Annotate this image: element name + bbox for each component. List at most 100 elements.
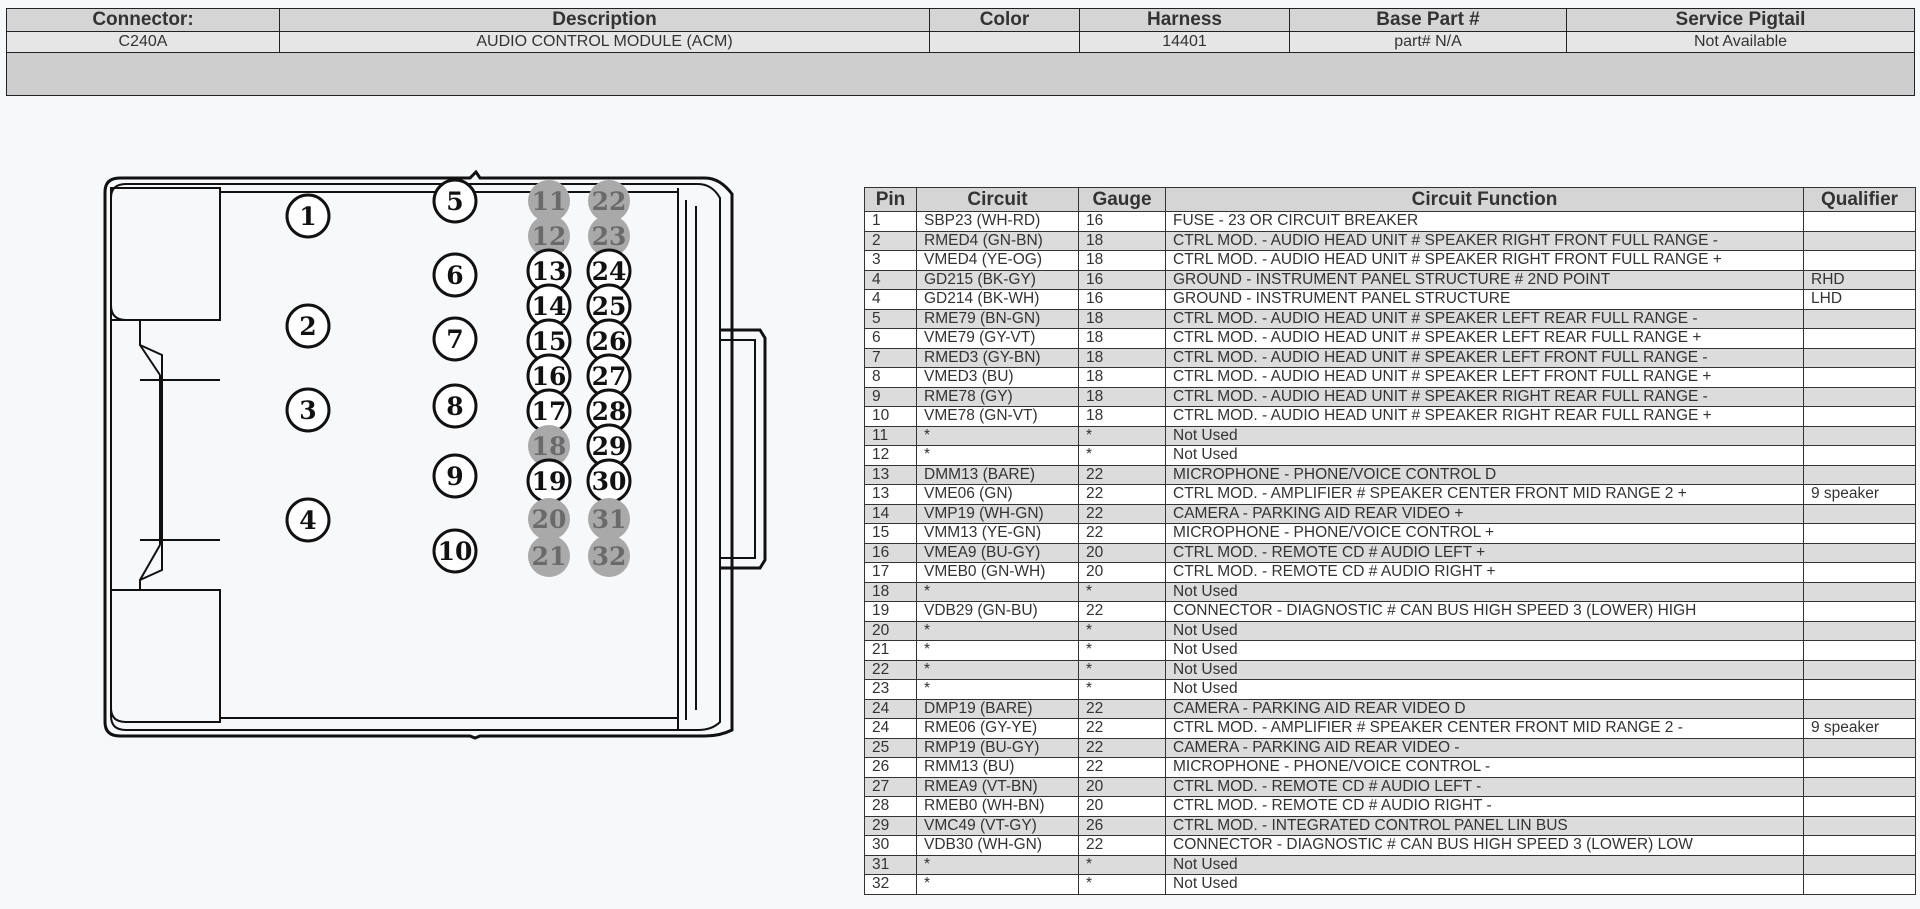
cell-qualifier — [1803, 230, 1916, 251]
cell-gauge: 20 — [1078, 562, 1166, 583]
cell-pin: 11 — [864, 425, 917, 446]
cell-circuit-function: Not Used — [1165, 425, 1804, 446]
pin-number-label: 27 — [592, 362, 627, 391]
cell-pin: 4 — [864, 289, 917, 310]
cell-pin: 12 — [864, 445, 917, 466]
pin-cavity: 32 — [588, 535, 630, 577]
cell-gauge: * — [1078, 640, 1166, 661]
cell-circuit-function: CAMERA - PARKING AID REAR VIDEO + — [1165, 503, 1804, 524]
pin-circle-unused — [588, 498, 630, 540]
cell-circuit: VME79 (GY-VT) — [916, 328, 1079, 349]
cell-circuit: DMP19 (BARE) — [916, 698, 1079, 719]
table-row: 12**Not Used — [864, 445, 1916, 466]
pin-cavity: 20 — [528, 498, 570, 540]
cell-qualifier — [1803, 874, 1916, 895]
cell-qualifier — [1803, 737, 1916, 758]
cell-gauge: 22 — [1078, 601, 1166, 622]
cell-qualifier — [1803, 698, 1916, 719]
cell-gauge: 18 — [1078, 230, 1166, 251]
cell-pin: 6 — [864, 328, 917, 349]
cell-pin: 20 — [864, 620, 917, 641]
cell-qualifier — [1803, 386, 1916, 407]
pin-cavity: 27 — [586, 353, 632, 399]
cell-circuit: VMED3 (BU) — [916, 367, 1079, 388]
cell-circuit-function: CTRL MOD. - AMPLIFIER # SPEAKER CENTER F… — [1165, 718, 1804, 739]
pin-number-label: 3 — [299, 396, 316, 425]
cell-qualifier — [1803, 854, 1916, 875]
pin-cavity: 21 — [528, 535, 570, 577]
pin-circle-used — [285, 497, 331, 543]
cell-gauge: 16 — [1078, 211, 1166, 232]
cell-circuit: RMEA9 (VT-BN) — [916, 776, 1079, 797]
pin-number-label: 17 — [532, 397, 567, 426]
cell-pin: 1 — [864, 211, 917, 232]
pin-number-label: 30 — [592, 467, 627, 496]
connector-harness: 14401 — [1079, 31, 1290, 53]
pin-number-label: 20 — [532, 505, 567, 534]
cell-pin: 25 — [864, 737, 917, 758]
pin-number-label: 32 — [592, 542, 627, 571]
table-row: 32**Not Used — [864, 874, 1916, 895]
cell-circuit-function: MICROPHONE - PHONE/VOICE CONTROL - — [1165, 757, 1804, 778]
cell-circuit: RMED4 (GN-BN) — [916, 230, 1079, 251]
cell-qualifier — [1803, 659, 1916, 680]
cell-gauge: 20 — [1078, 776, 1166, 797]
cell-qualifier — [1803, 406, 1916, 427]
cell-gauge: 22 — [1078, 757, 1166, 778]
table-row: 18**Not Used — [864, 581, 1916, 602]
pin-number-label: 12 — [532, 222, 567, 251]
cell-pin: 19 — [864, 601, 917, 622]
pin-cavity: 2 — [285, 303, 331, 349]
pin-number-label: 13 — [532, 257, 567, 286]
pin-cavity: 8 — [432, 383, 478, 429]
cell-circuit-function: CTRL MOD. - REMOTE CD # AUDIO LEFT + — [1165, 542, 1804, 563]
pin-cavity: 6 — [432, 252, 478, 298]
cell-circuit-function: CONNECTOR - DIAGNOSTIC # CAN BUS HIGH SP… — [1165, 835, 1804, 856]
header-blank-row — [6, 52, 1915, 96]
cell-qualifier — [1803, 347, 1916, 368]
pin-circle-used — [432, 528, 478, 574]
cell-qualifier — [1803, 542, 1916, 563]
pin-circle-unused — [588, 535, 630, 577]
cell-pin: 30 — [864, 835, 917, 856]
cell-pin: 2 — [864, 230, 917, 251]
cell-circuit-function: Not Used — [1165, 679, 1804, 700]
pin-circle-used — [432, 383, 478, 429]
cell-pin: 5 — [864, 308, 917, 329]
cell-circuit-function: FUSE - 23 OR CIRCUIT BREAKER — [1165, 211, 1804, 232]
cell-circuit-function: CTRL MOD. - AUDIO HEAD UNIT # SPEAKER LE… — [1165, 308, 1804, 329]
pin-number-label: 23 — [592, 222, 627, 251]
cell-gauge: 18 — [1078, 328, 1166, 349]
table-row: 22**Not Used — [864, 659, 1916, 680]
cell-circuit: VMED4 (YE-OG) — [916, 250, 1079, 271]
cell-gauge: 22 — [1078, 464, 1166, 485]
cell-circuit-function: CTRL MOD. - AMPLIFIER # SPEAKER CENTER F… — [1165, 484, 1804, 505]
cell-gauge: * — [1078, 659, 1166, 680]
cell-circuit-function: CTRL MOD. - AUDIO HEAD UNIT # SPEAKER LE… — [1165, 367, 1804, 388]
cell-pin: 17 — [864, 562, 917, 583]
pin-number-label: 29 — [592, 432, 627, 461]
cell-gauge: * — [1078, 425, 1166, 446]
connector-housing-outline — [103, 170, 767, 740]
pin-number-label: 31 — [592, 505, 627, 534]
cell-gauge: * — [1078, 679, 1166, 700]
cell-qualifier — [1803, 250, 1916, 271]
cell-qualifier: RHD — [1803, 269, 1916, 290]
cell-circuit-function: CTRL MOD. - AUDIO HEAD UNIT # SPEAKER LE… — [1165, 347, 1804, 368]
connector-description: AUDIO CONTROL MODULE (ACM) — [279, 31, 930, 53]
pin-cavity: 13 — [526, 248, 572, 294]
cell-qualifier — [1803, 796, 1916, 817]
cell-qualifier: 9 speaker — [1803, 484, 1916, 505]
pin-cavity: 7 — [432, 316, 478, 362]
pin-number-label: 28 — [592, 397, 627, 426]
cell-pin: 9 — [864, 386, 917, 407]
cell-gauge: 16 — [1078, 289, 1166, 310]
table-row: 21**Not Used — [864, 640, 1916, 661]
